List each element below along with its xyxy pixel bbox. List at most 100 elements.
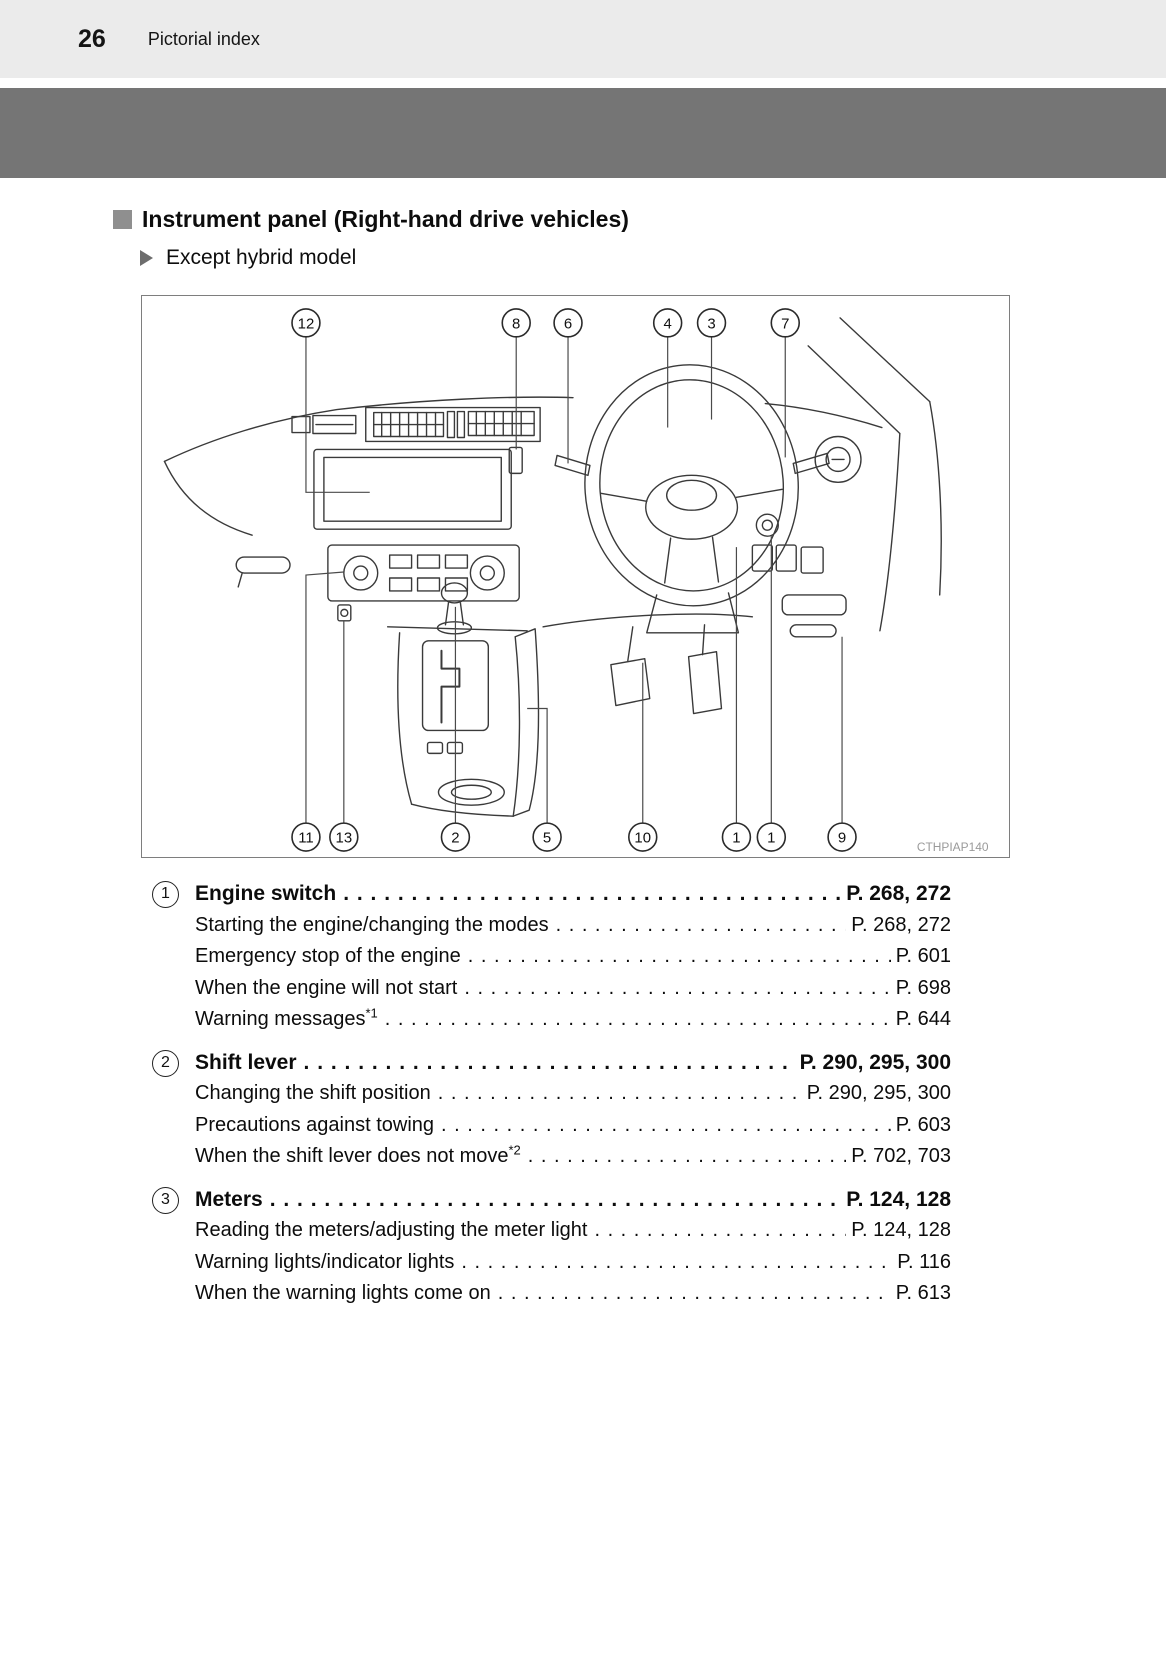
index-section-meters: 3 Meters P. 124, 128 Reading the meters/… bbox=[141, 1184, 951, 1310]
index-title: Meters bbox=[195, 1187, 263, 1211]
index-sub-label: When the shift lever does not move*2 bbox=[195, 1142, 521, 1167]
index-sub-row: Starting the engine/changing the modes P… bbox=[195, 910, 951, 942]
index-sub-row: Emergency stop of the engine P. 601 bbox=[195, 941, 951, 973]
brake-pedal bbox=[610, 658, 651, 707]
callout-label: 9 bbox=[838, 830, 846, 847]
dot-leader bbox=[464, 973, 890, 1005]
callout-label: 2 bbox=[451, 830, 459, 847]
footnote-marker: *1 bbox=[365, 1005, 378, 1021]
instrument-panel-figure: 12 8 6 4 3 7 11 13 2 5 10 1 1 9 CTHPIAP1… bbox=[141, 295, 1010, 858]
model-subheading-text: Except hybrid model bbox=[166, 246, 357, 269]
callout-label: 10 bbox=[634, 830, 651, 847]
dot-leader bbox=[498, 1278, 891, 1310]
dot-leader bbox=[343, 878, 841, 910]
dot-leader bbox=[528, 1141, 846, 1173]
shift-knob bbox=[440, 582, 469, 604]
index-title: Shift lever bbox=[195, 1050, 297, 1074]
callout-labels: 12 8 6 4 3 7 11 13 2 5 10 1 1 9 bbox=[298, 315, 847, 846]
page-reference: P. 124, 128 bbox=[851, 1219, 951, 1241]
light-stalk bbox=[792, 452, 830, 475]
panel-heading-text: Instrument panel (Right-hand drive vehic… bbox=[142, 206, 629, 232]
page-header: 26 Pictorial index bbox=[0, 0, 1166, 78]
chapter-band bbox=[0, 88, 1166, 178]
dot-leader bbox=[594, 1215, 846, 1247]
page-reference: P. 116 bbox=[897, 1250, 951, 1273]
dot-leader bbox=[556, 910, 847, 942]
dash-lower-contour bbox=[542, 613, 754, 628]
callout-label: 8 bbox=[512, 315, 520, 332]
shift-lever bbox=[386, 582, 540, 817]
steering-column bbox=[646, 592, 740, 634]
index-sub-label: Changing the shift position bbox=[195, 1082, 431, 1104]
index-sub-label: When the engine will not start bbox=[195, 976, 458, 999]
pictorial-index-list: 1 Engine switch P. 268, 272 Starting the… bbox=[141, 878, 951, 1310]
air-vents bbox=[291, 406, 541, 443]
index-sub-label: Starting the engine/changing the modes bbox=[195, 913, 549, 936]
accelerator-pedal bbox=[687, 651, 723, 715]
callout-label: 1 bbox=[767, 830, 775, 847]
small-switch bbox=[337, 604, 352, 622]
index-sub-label: When the warning lights come on bbox=[195, 1282, 491, 1304]
callout-label: 6 bbox=[564, 315, 572, 332]
index-title-row: Meters P. 124, 128 bbox=[195, 1184, 951, 1216]
section-title: Pictorial index bbox=[147, 28, 260, 49]
item-number-badge: 2 bbox=[152, 1049, 179, 1077]
callout-label: 13 bbox=[336, 830, 353, 847]
switch-bank bbox=[751, 544, 847, 638]
callout-label: 4 bbox=[664, 315, 672, 332]
instrument-panel-diagram: 12 8 6 4 3 7 11 13 2 5 10 1 1 9 CTHPIAP1… bbox=[163, 308, 989, 854]
footnote-marker: *2 bbox=[508, 1142, 521, 1158]
page-content: Instrument panel (Right-hand drive vehic… bbox=[0, 206, 1166, 1310]
index-sub-label: Reading the meters/adjusting the meter l… bbox=[195, 1219, 588, 1241]
dot-leader bbox=[461, 1247, 892, 1279]
index-section-engine-switch: 1 Engine switch P. 268, 272 Starting the… bbox=[141, 878, 951, 1036]
index-sub-row: Reading the meters/adjusting the meter l… bbox=[195, 1215, 951, 1247]
index-sub-row: Changing the shift position P. 290, 295,… bbox=[195, 1078, 951, 1110]
dot-leader bbox=[468, 941, 891, 973]
start-button bbox=[814, 435, 862, 484]
page-reference: P. 601 bbox=[895, 945, 951, 967]
right-pillar bbox=[807, 317, 942, 632]
dot-leader bbox=[385, 1004, 891, 1036]
index-section-shift-lever: 2 Shift lever P. 290, 295, 300 Changing … bbox=[141, 1047, 951, 1173]
climate-controls bbox=[327, 544, 520, 602]
index-sub-row: When the engine will not start P. 698 bbox=[195, 973, 951, 1005]
page-reference: P. 268, 272 bbox=[851, 913, 951, 936]
page-reference: P. 603 bbox=[895, 1113, 951, 1136]
index-sub-row: When the warning lights come on P. 613 bbox=[195, 1278, 951, 1310]
index-sub-row: Warning lights/indicator lights P. 116 bbox=[195, 1247, 951, 1279]
steering-wheel bbox=[554, 364, 830, 634]
arrow-bullet-icon bbox=[140, 250, 153, 266]
engine-switch bbox=[755, 513, 779, 537]
page-reference: P. 698 bbox=[895, 976, 951, 999]
dash-top-edge bbox=[163, 396, 574, 463]
callout-label: 1 bbox=[732, 830, 740, 847]
leader-lines bbox=[305, 336, 843, 824]
callout-label: 5 bbox=[543, 830, 551, 847]
page-reference: P. 613 bbox=[895, 1282, 951, 1304]
callout-label: 11 bbox=[298, 830, 314, 847]
page-reference: P. 268, 272 bbox=[846, 882, 951, 905]
panel-heading: Instrument panel (Right-hand drive vehic… bbox=[113, 206, 1166, 233]
dash-top-edge-right bbox=[764, 402, 883, 429]
index-title-row: Shift lever P. 290, 295, 300 bbox=[195, 1047, 951, 1079]
index-sub-row: Warning messages*1 P. 644 bbox=[195, 1004, 951, 1036]
model-subheading: Except hybrid model bbox=[140, 246, 1166, 270]
page-reference: P. 702, 703 bbox=[851, 1145, 951, 1167]
page-reference: P. 290, 295, 300 bbox=[806, 1082, 951, 1104]
index-title: Engine switch bbox=[195, 882, 337, 905]
square-bullet-icon bbox=[113, 210, 132, 229]
item-number-badge: 1 bbox=[152, 881, 179, 908]
door-handle bbox=[235, 556, 291, 588]
index-sub-label: Emergency stop of the engine bbox=[195, 945, 461, 967]
item-number-badge: 3 bbox=[152, 1186, 179, 1214]
dashboard-drawing bbox=[163, 317, 942, 817]
index-sub-label: Warning lights/indicator lights bbox=[195, 1250, 455, 1273]
pedals bbox=[610, 624, 723, 715]
dot-leader bbox=[441, 1110, 891, 1142]
shift-gate bbox=[440, 649, 461, 724]
index-sub-row: When the shift lever does not move*2 P. … bbox=[195, 1141, 951, 1173]
page-reference: P. 290, 295, 300 bbox=[799, 1050, 951, 1074]
index-sub-label: Warning messages*1 bbox=[195, 1005, 378, 1030]
